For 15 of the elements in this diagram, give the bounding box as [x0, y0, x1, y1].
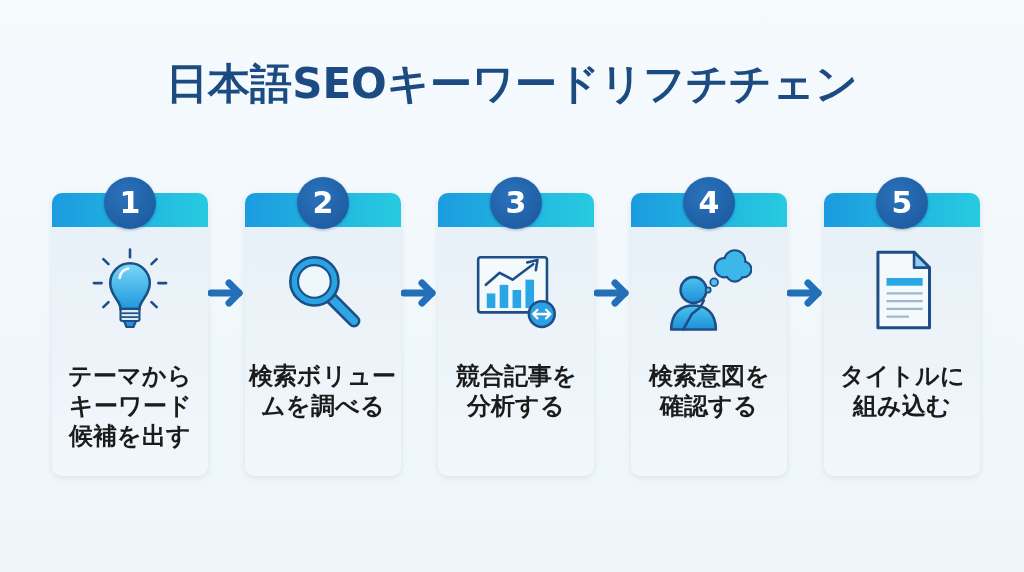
- step-number: 2: [297, 177, 349, 229]
- step-label: 競合記事を分析する: [454, 361, 578, 421]
- step-label: 検索ボリュームを調べる: [247, 361, 398, 421]
- step-label: タイトルに組み込む: [838, 361, 966, 421]
- step-number: 3: [490, 177, 542, 229]
- arrow: [207, 279, 243, 307]
- arrow: [786, 279, 822, 307]
- step-number: 5: [876, 177, 928, 229]
- step-number: 4: [683, 177, 735, 229]
- step-number: 1: [104, 177, 156, 229]
- step-label: 検索意図を確認する: [647, 361, 771, 421]
- arrow: [593, 279, 629, 307]
- arrow: [400, 279, 436, 307]
- title: 日本語SEOキーワードリフチチェン: [166, 58, 858, 110]
- step-label: テーマからキーワード候補を出す: [67, 361, 193, 451]
